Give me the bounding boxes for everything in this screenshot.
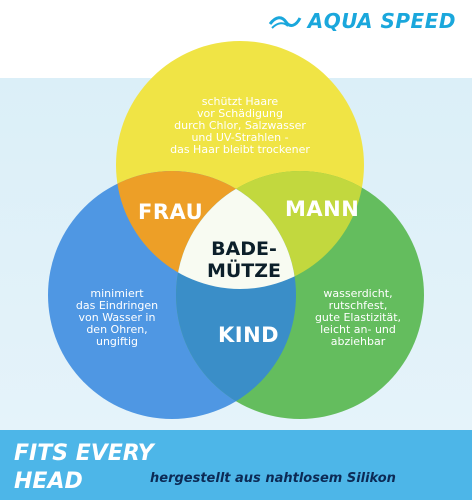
yellow-text-line: und UV-Strahlen - bbox=[191, 131, 289, 144]
green-text-line: rutschfest, bbox=[328, 299, 388, 312]
center-overlap bbox=[176, 171, 296, 289]
blue-text-line: das Eindringen bbox=[75, 299, 159, 312]
green-circle-text: wasserdicht, rutschfest, gute Elastizitä… bbox=[298, 288, 418, 348]
green-text-line: leicht an- und bbox=[320, 323, 396, 336]
center-label-line: MÜTZE bbox=[206, 260, 282, 282]
blue-text-line: minimiert bbox=[90, 287, 144, 300]
wave-icon bbox=[268, 16, 302, 29]
label-woman: FRAU bbox=[138, 200, 204, 224]
blue-circle-text: minimiert das Eindringen von Wasser in d… bbox=[62, 288, 172, 348]
label-man: MANN bbox=[285, 197, 360, 221]
yellow-text-line: durch Chlor, Salzwasser bbox=[174, 119, 306, 132]
green-text-line: abziehbar bbox=[330, 335, 386, 348]
footer-band bbox=[0, 430, 472, 500]
center-label-line: BADE- bbox=[211, 238, 277, 260]
footer-headline-line: HEAD bbox=[14, 469, 83, 494]
green-text-line: wasserdicht, bbox=[323, 287, 393, 300]
green-text-line: gute Elastizität, bbox=[314, 311, 402, 324]
label-child: KIND bbox=[218, 323, 280, 347]
footer-headline: FITS EVERY HEAD bbox=[14, 440, 214, 496]
blue-text-line: ungiftig bbox=[95, 335, 138, 348]
brand-name: AQUA SPEED bbox=[307, 9, 456, 33]
yellow-text-line: vor Schädigung bbox=[197, 107, 283, 120]
brand-logo: AQUA SPEED bbox=[268, 8, 456, 34]
center-label: BADE- MÜTZE bbox=[196, 238, 292, 282]
footer-tagline: hergestellt aus nahtlosem Silikon bbox=[150, 471, 396, 486]
yellow-circle-text: schützt Haare vor Schädigung durch Chlor… bbox=[150, 96, 330, 156]
yellow-text-line: das Haar bleibt trockener bbox=[170, 143, 310, 156]
yellow-text-line: schützt Haare bbox=[201, 95, 279, 108]
blue-text-line: den Ohren, bbox=[86, 323, 148, 336]
footer-headline-line: FITS EVERY bbox=[14, 441, 154, 466]
blue-text-line: von Wasser in bbox=[78, 311, 156, 324]
